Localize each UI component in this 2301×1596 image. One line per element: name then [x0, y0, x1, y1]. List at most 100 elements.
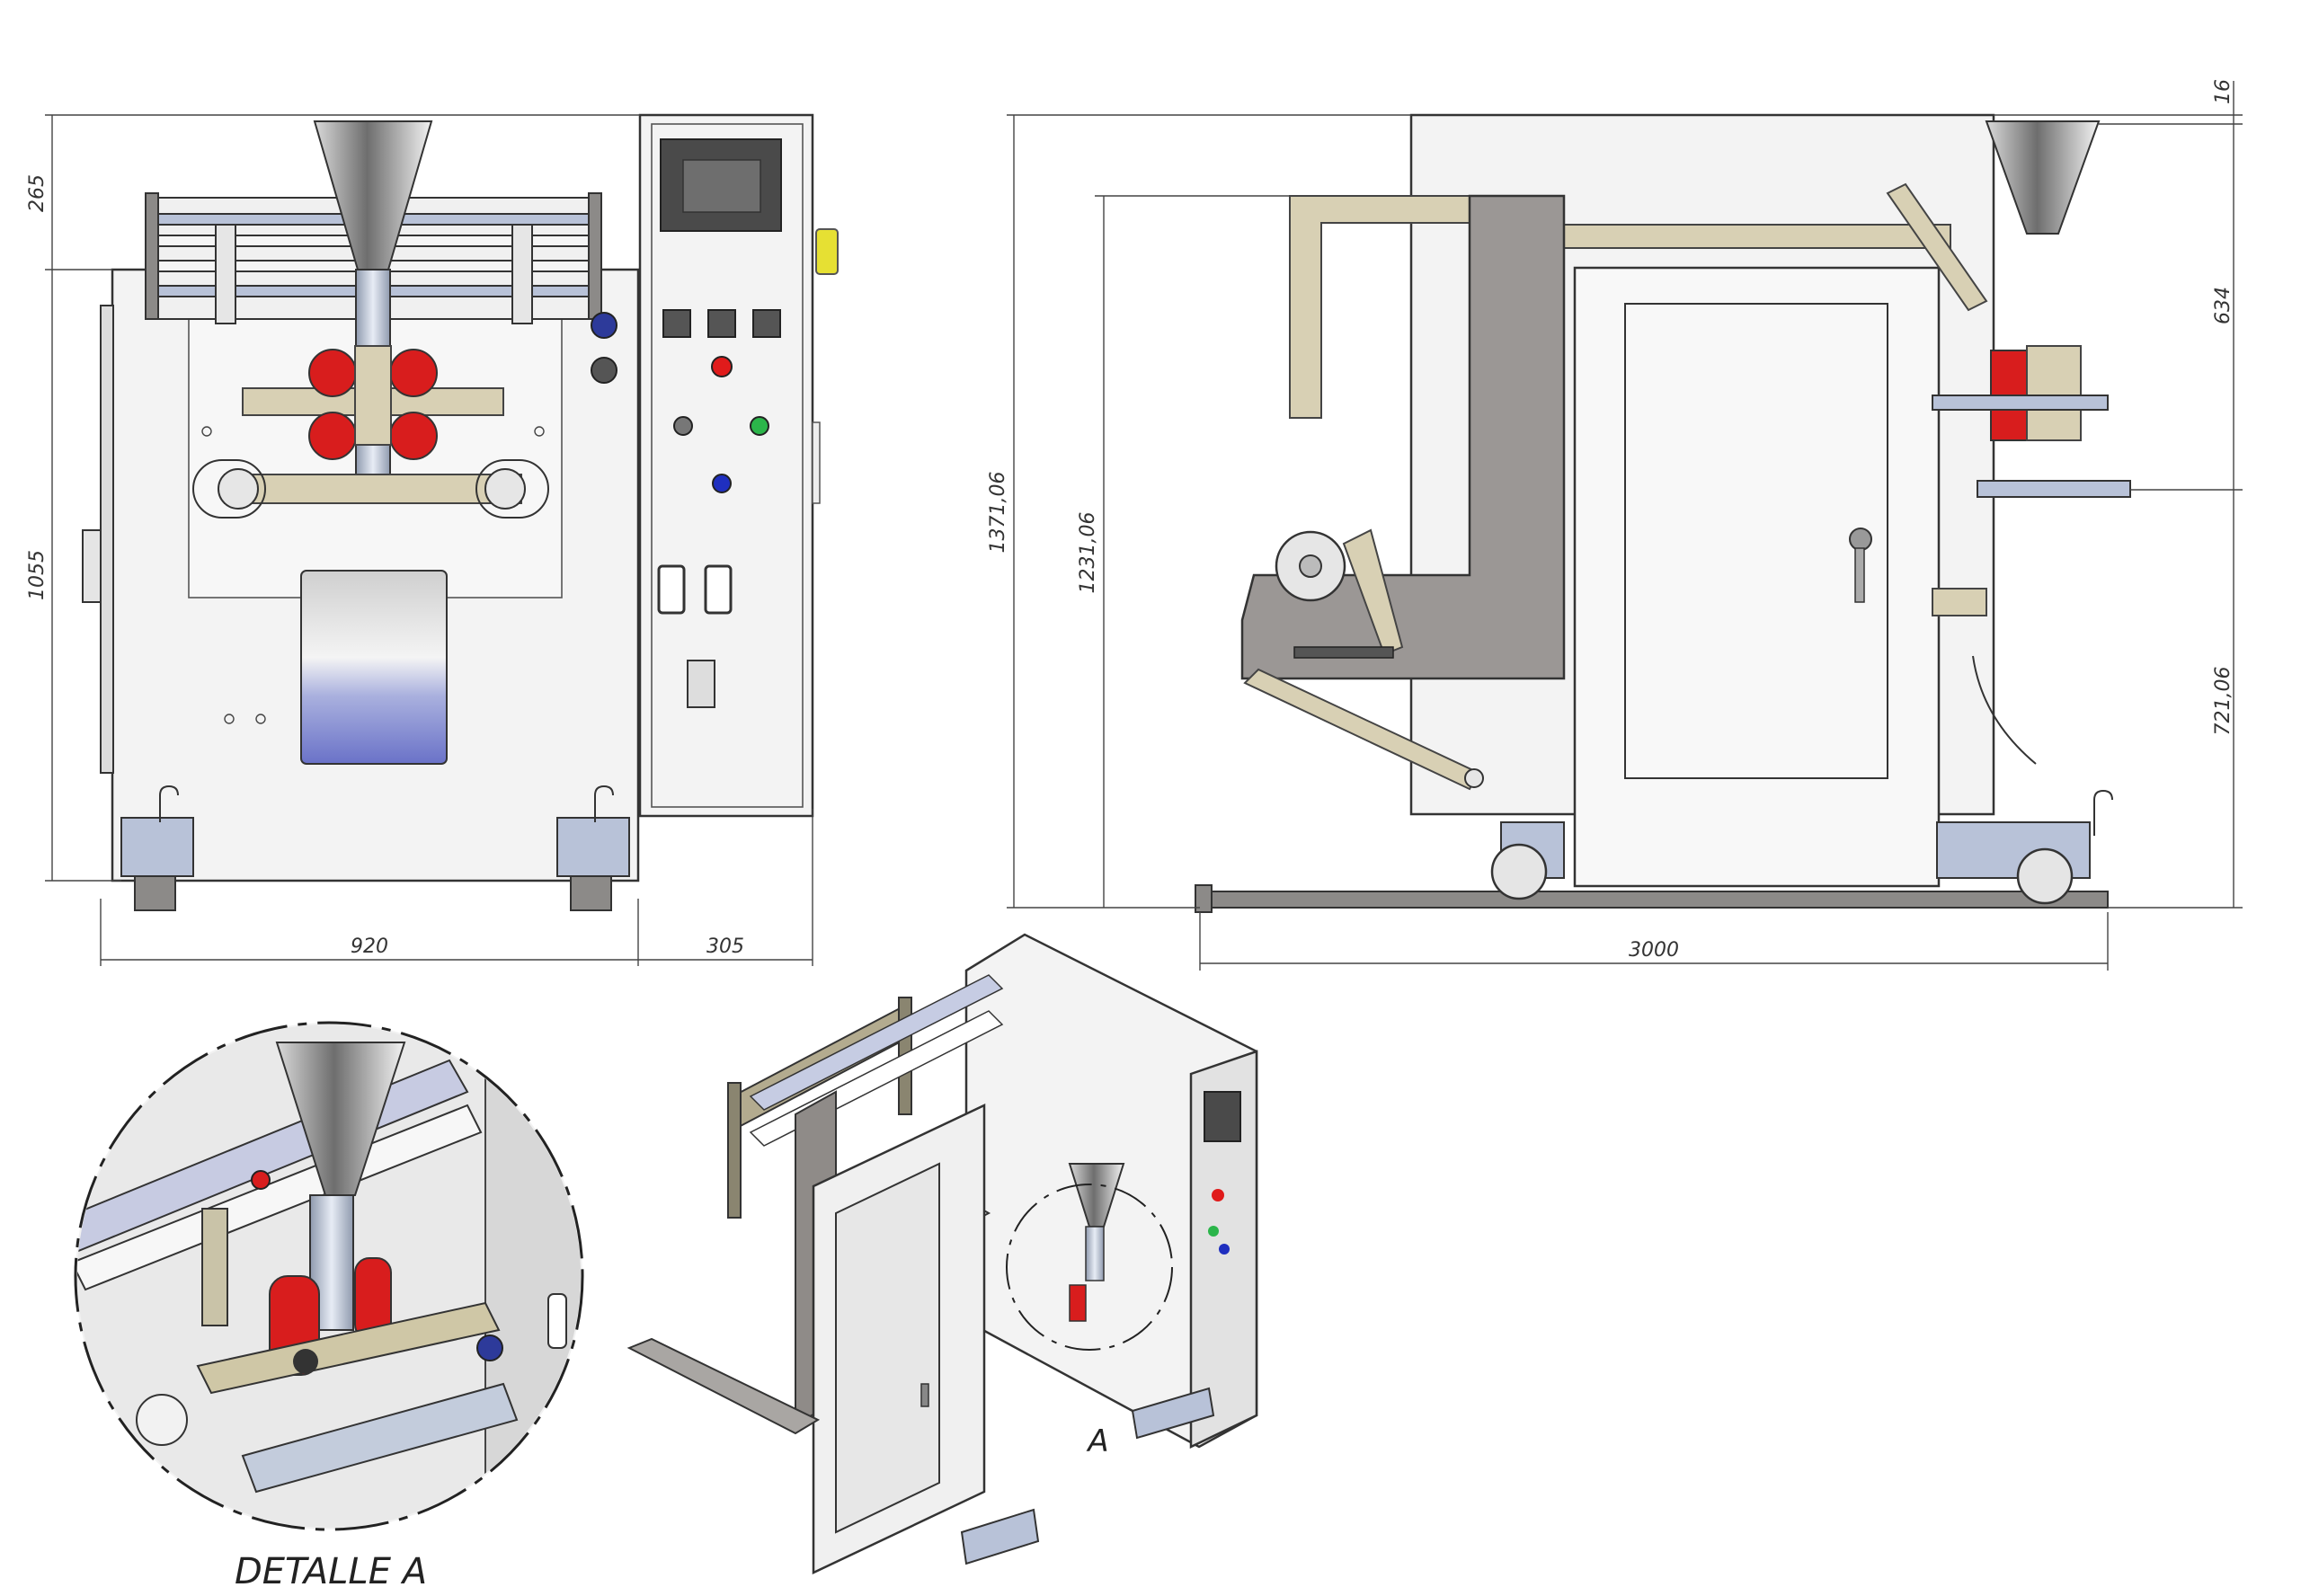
control-panel-inner — [651, 123, 804, 808]
front-side-plate — [100, 305, 114, 774]
iso-detail-callout-circle — [1006, 1184, 1173, 1351]
detail-side-wall — [484, 1060, 581, 1528]
side-bracket — [1932, 588, 1987, 616]
frame-bracket-right — [511, 224, 533, 324]
red-roller-left-top — [308, 349, 357, 397]
side-foot-hook — [2093, 789, 2113, 836]
front-wheel-left — [134, 875, 176, 911]
iso-base-rail — [626, 1337, 821, 1435]
detail-red-clip — [251, 1170, 271, 1190]
discharge-chute — [300, 570, 448, 765]
dim-top-height: 265 — [26, 174, 49, 212]
hole — [534, 426, 545, 437]
side-jaw-block — [2026, 345, 2082, 441]
blue-button[interactable] — [712, 474, 732, 493]
jaw-loop-right — [475, 459, 549, 519]
iso-tube — [1085, 1226, 1105, 1281]
red-button[interactable] — [711, 356, 733, 377]
jaw-loop-left — [192, 459, 266, 519]
iso-callout-label: A — [1086, 1423, 1108, 1459]
panel-plate — [687, 660, 715, 708]
panel-button-1[interactable] — [662, 309, 691, 338]
base-end-block — [1195, 884, 1213, 913]
detail-post — [201, 1208, 228, 1326]
red-roller-right-top — [389, 349, 438, 397]
iso-door — [835, 1162, 940, 1534]
jaw-pivot-left — [218, 468, 259, 510]
dim-width-main: 920 — [351, 935, 388, 958]
foot-hook-right — [594, 785, 614, 822]
green-button[interactable] — [750, 416, 769, 436]
spring — [1293, 646, 1394, 659]
front-wheel-right — [570, 875, 612, 911]
iso-frame-leg-left — [727, 1082, 742, 1219]
side-diagonal-bar — [1886, 182, 1988, 312]
brake-arm — [1342, 528, 1404, 656]
side-hopper — [1985, 120, 2101, 235]
front-knob — [591, 312, 617, 339]
detail-blue-knob — [476, 1334, 503, 1361]
iso-green-button — [1208, 1226, 1219, 1237]
detail-title: DETALLE A — [235, 1551, 427, 1592]
cable — [1972, 655, 2037, 765]
hole — [255, 714, 266, 724]
dim-lower-height: 721,06 — [2212, 667, 2234, 736]
detail-jaw — [241, 1382, 519, 1494]
door-handle-lever[interactable] — [1854, 547, 1865, 603]
base-rail — [1199, 891, 2109, 909]
jaw-plate — [354, 345, 392, 446]
panel-connector-left[interactable] — [657, 564, 686, 615]
iso-door-handle — [920, 1383, 929, 1407]
red-roller-left-bottom — [308, 412, 357, 460]
dim-top-gap: 16 — [2212, 79, 2234, 104]
grey-button[interactable] — [673, 416, 693, 436]
panel-hinge — [812, 421, 821, 504]
iso-foot-left — [960, 1508, 1040, 1565]
red-roller-right-bottom — [389, 412, 438, 460]
dim-body-height: 1055 — [26, 550, 49, 600]
front-handle — [82, 529, 102, 603]
hole — [201, 426, 212, 437]
door-handle[interactable] — [1849, 528, 1872, 551]
dim-total-height: 1371,06 — [987, 472, 1009, 554]
detail-hopper — [275, 1042, 406, 1196]
detail-connector — [547, 1293, 567, 1349]
dim-upper-height: 634 — [2212, 287, 2234, 324]
frame-post-right — [588, 192, 602, 320]
panel-button-2[interactable] — [707, 309, 736, 338]
iso-foot-right — [1131, 1387, 1215, 1440]
screen-display — [682, 159, 761, 213]
side-wheel-left — [1490, 843, 1548, 900]
front-hex-nut — [591, 357, 617, 384]
side-rod-lower — [1977, 480, 2131, 498]
detail-a: DETALLE A — [74, 1021, 584, 1592]
dim-width-panel: 305 — [706, 935, 744, 958]
dim-length: 3000 — [1629, 939, 1679, 962]
detail-shaft-end — [136, 1394, 188, 1446]
foot-hook-left — [159, 785, 179, 822]
unwind-plate — [1240, 194, 1566, 680]
iso-red-roller — [1069, 1284, 1087, 1322]
iso-roller-a — [749, 974, 1004, 1111]
panel-connector-right[interactable] — [704, 564, 733, 615]
dancer-roller — [1464, 768, 1484, 788]
side-door — [1624, 303, 1888, 779]
frame-bracket-left — [215, 224, 236, 324]
iso-screen — [1204, 1091, 1241, 1142]
frame-post-left — [145, 192, 159, 320]
side-view: 1371,06 1231,06 16 634 721,06 3000 — [987, 79, 2243, 971]
side-yellow-handle — [815, 228, 839, 275]
iso-blue-button — [1219, 1244, 1230, 1255]
hole — [224, 714, 235, 724]
panel-button-3[interactable] — [752, 309, 781, 338]
side-rod-upper — [1932, 395, 2109, 411]
front-view: 265 1055 920 305 — [26, 113, 839, 966]
isometric-view: A — [626, 933, 1258, 1574]
side-wheel-right — [2016, 847, 2074, 905]
detail-bar — [196, 1301, 501, 1395]
jaw-pivot-right — [484, 468, 526, 510]
front-foot-right — [556, 817, 630, 877]
film-reel-hub — [1299, 554, 1322, 578]
dim-frame-height: 1231,06 — [1077, 512, 1099, 594]
